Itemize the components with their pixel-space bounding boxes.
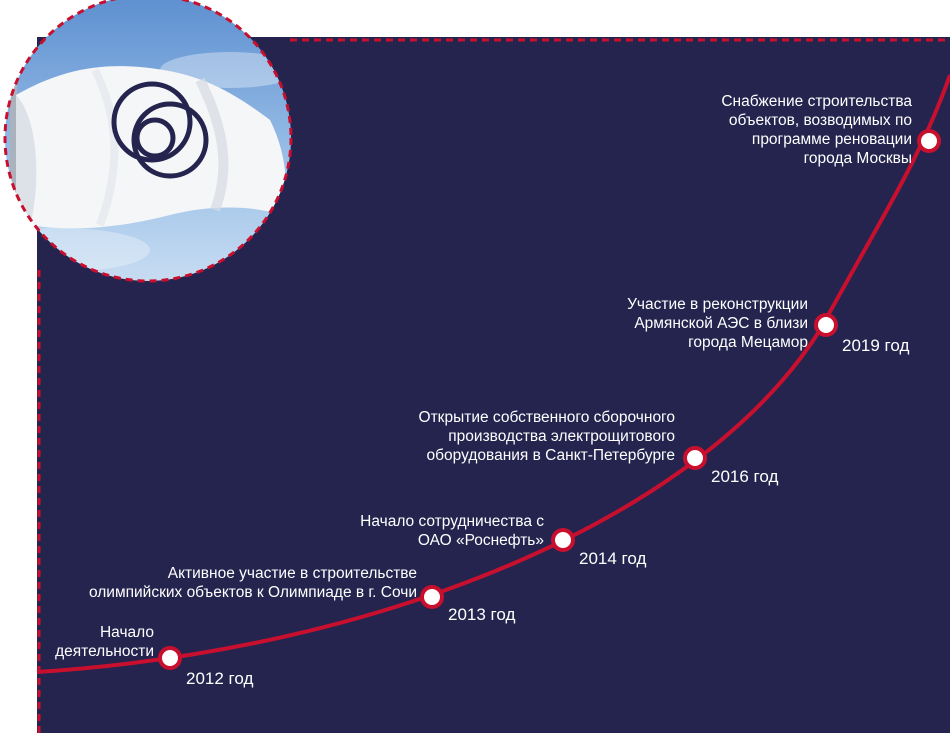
event-text-moscow: Снабжение строительства объектов, возвод… — [721, 93, 912, 167]
flag-pole — [10, 70, 17, 281]
event-text-2019: Участие в реконструкции Армянской АЭС в … — [627, 296, 808, 351]
timeline-node-2016 — [683, 446, 707, 470]
year-label-2012: 2012 год — [186, 669, 254, 688]
timeline-node-2014 — [551, 528, 575, 552]
event-text-2014: Начало сотрудничества с ОАО «Роснефть» — [360, 513, 544, 549]
timeline-curve — [36, 74, 950, 674]
year-label-2016: 2016 год — [711, 467, 779, 486]
photo-dashed-ring — [3, 0, 293, 283]
event-text-2012: Начало деятельности — [55, 624, 154, 660]
year-label-2019: 2019 год — [842, 336, 910, 355]
flag-photo — [3, 0, 293, 283]
event-text-2013: Активное участие в строительстве олимпий… — [88, 565, 417, 601]
timeline-node-2013 — [420, 585, 444, 609]
timeline-node-2012 — [158, 646, 182, 670]
interlocking-rings-logo — [111, 81, 209, 179]
timeline-node-moscow — [917, 129, 941, 153]
event-text-2016: Открытие собственного сборочного произво… — [418, 409, 675, 464]
year-label-2014: 2014 год — [579, 549, 647, 568]
timeline-nodes — [158, 129, 941, 670]
timeline-node-2019 — [814, 313, 838, 337]
year-label-2013: 2013 год — [448, 605, 516, 624]
